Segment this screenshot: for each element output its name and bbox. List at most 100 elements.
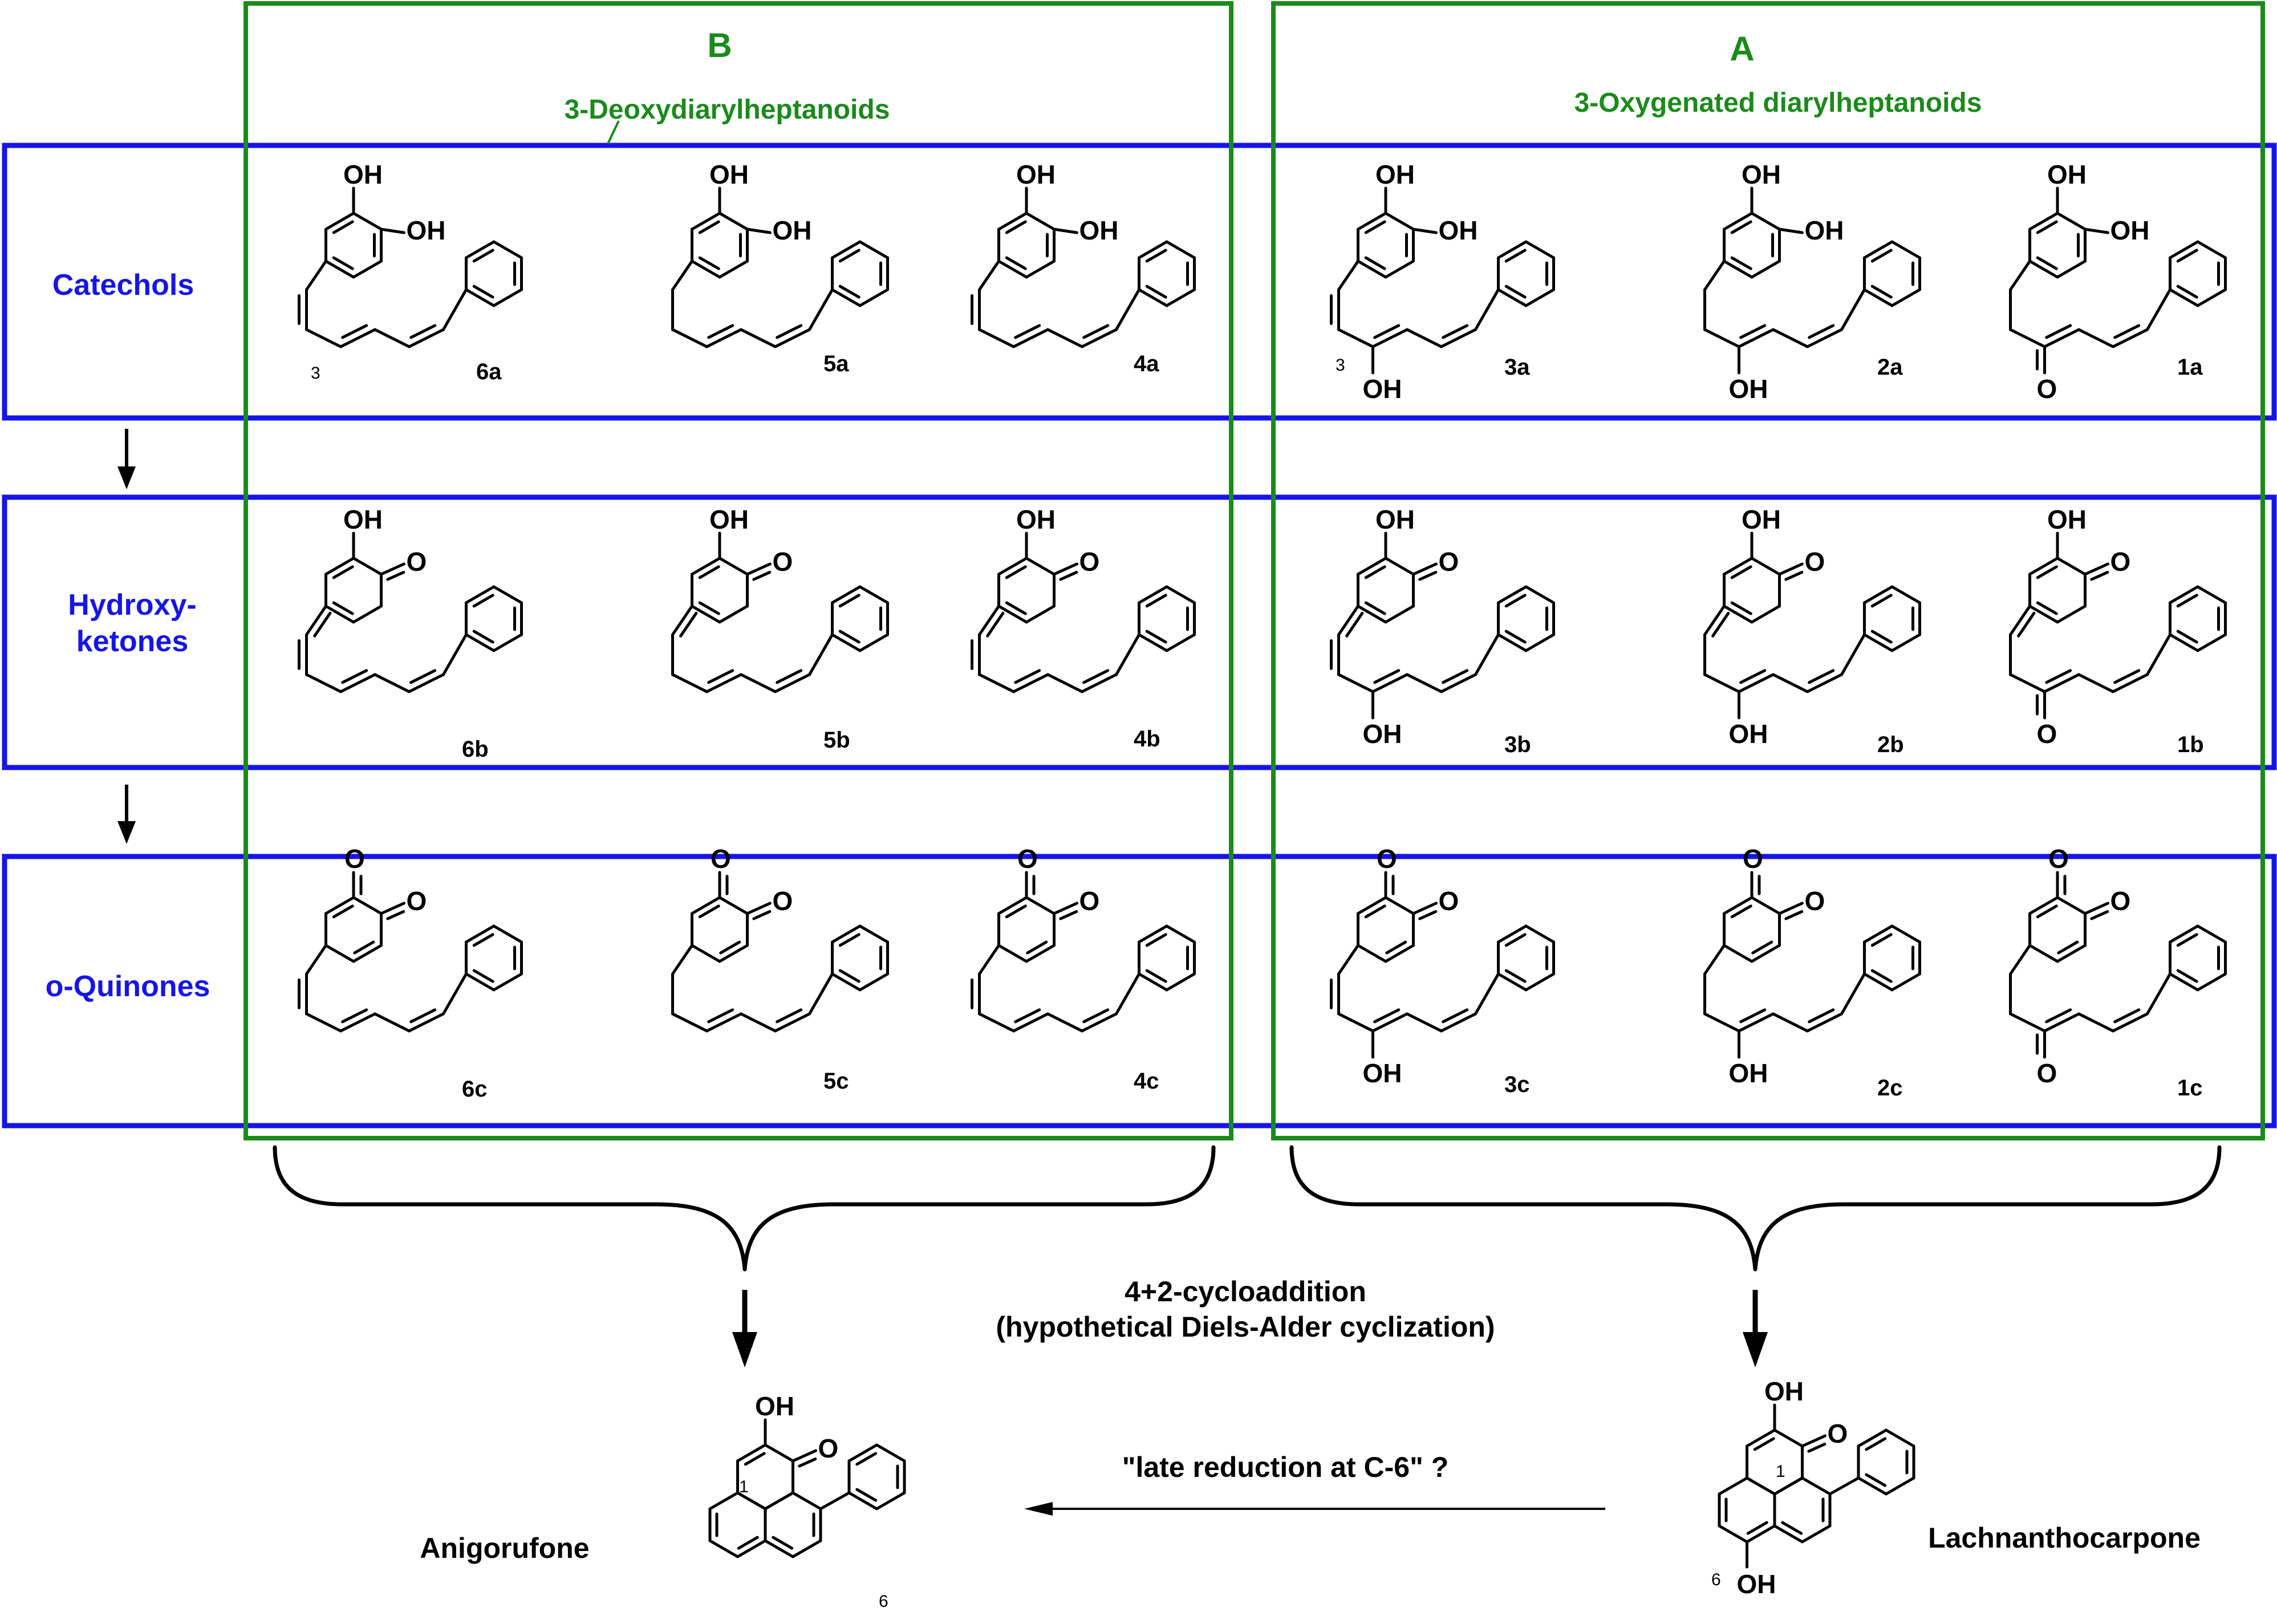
compound-label-3a: 3a — [1504, 355, 1530, 380]
hydroxyl-label: OH — [1363, 374, 1402, 404]
group-box-b — [243, 1, 1233, 1140]
row-box-hydroxyketones — [2, 494, 2277, 770]
structure-6b: OHO — [298, 505, 523, 693]
brace-group-a — [1289, 1145, 2222, 1272]
hydroxyl-label: OH — [2047, 505, 2087, 534]
carbonyl-label: O — [2037, 374, 2057, 404]
compound-label-1a: 1a — [2177, 355, 2203, 380]
compound-label-4a: 4a — [1134, 351, 1159, 376]
structure-6a: OH OH — [298, 160, 523, 348]
compound-label-3b: 3b — [1504, 732, 1531, 757]
hydroxyl-label: OH — [343, 505, 383, 534]
hydroxyl-label: OH — [1729, 1058, 1768, 1088]
locant-1-anigorufone: 1 — [739, 1477, 749, 1496]
compound-label-2b: 2b — [1877, 732, 1904, 757]
structure-5c: OO — [671, 844, 889, 1033]
carbonyl-label: O — [1079, 547, 1099, 576]
compound-label-2a: 2a — [1877, 355, 1903, 380]
locant-1-lachnanthocarpone: 1 — [1776, 1462, 1785, 1481]
group-b-title-leader — [607, 120, 620, 144]
carbonyl-label: O — [1743, 844, 1763, 874]
locant-6-anigorufone: 6 — [879, 1592, 888, 1611]
arrow-to-lachnanthocarpone — [1743, 1290, 1768, 1367]
row-label-catechols: Catechols — [52, 269, 194, 302]
compound-label-4b: 4b — [1134, 726, 1160, 752]
structure-4a: OH OH — [971, 160, 1196, 348]
carbonyl-label: O — [406, 886, 427, 916]
hydroxyl-label: OH — [1016, 505, 1056, 534]
reaction-line-1: 4+2-cycloaddition — [1125, 1276, 1366, 1308]
compound-label-6a: 6a — [476, 359, 502, 384]
locant-3-6a: 3 — [311, 364, 320, 383]
compound-label-4c: 4c — [1134, 1069, 1159, 1094]
carbonyl-label: O — [1804, 547, 1825, 576]
hydroxyl-label: OH — [709, 160, 749, 189]
compound-label-6c: 6c — [462, 1077, 488, 1102]
compound-labels: 6a 5a 4a 3a 2a 1a 6b 5b 4b 3b 2b 1b 6c 5… — [462, 351, 2204, 1102]
hydroxyl-label: OH — [772, 216, 811, 245]
compound-label-1b: 1b — [2177, 732, 2204, 757]
row-box-catechols — [2, 143, 2277, 421]
group-box-a — [1271, 1, 2265, 1140]
structure-anigorufone: OHO — [708, 1391, 906, 1558]
carbonyl-label: O — [2110, 547, 2130, 576]
structure-3a: OH OH OH — [1330, 160, 1555, 404]
carbonyl-label: O — [818, 1434, 838, 1463]
product-name-anigorufone: Anigorufone — [420, 1532, 589, 1564]
carbonyl-label: O — [1438, 886, 1459, 916]
row-label-o-quinones: o-Quinones — [46, 970, 210, 1003]
late-reduction-arrow — [1024, 1502, 1605, 1516]
hydroxyl-label: OH — [2047, 160, 2087, 189]
late-reduction-text: "late reduction at C-6" ? — [1122, 1451, 1449, 1483]
hydroxyl-label: OH — [1079, 216, 1118, 245]
hydroxyl-label: OH — [1729, 719, 1768, 749]
row-arrow-1 — [117, 429, 136, 489]
carbonyl-label: O — [2110, 886, 2130, 916]
structure-lachnanthocarpone: OH O OH — [1718, 1377, 1915, 1599]
hydroxyl-label: OH — [1363, 1058, 1402, 1088]
hydroxyl-label: OH — [1363, 719, 1402, 749]
hydroxyl-label: OH — [1742, 160, 1781, 189]
hydroxyl-label: OH — [709, 505, 749, 534]
compound-label-5b: 5b — [823, 728, 850, 753]
structure-2b: OH O OH — [1703, 505, 1921, 749]
structure-1c: OOO — [2009, 844, 2227, 1088]
compound-label-5a: 5a — [823, 351, 849, 376]
structure-6c: OO — [298, 844, 523, 1033]
carbonyl-label: O — [2048, 844, 2069, 874]
carbonyl-label: O — [1017, 844, 1038, 874]
hydroxyl-label: OH — [1742, 505, 1781, 534]
hydroxyl-label: OH — [1804, 216, 1844, 245]
hydroxyl-label: OH — [1375, 160, 1415, 189]
compound-label-2c: 2c — [1877, 1075, 1903, 1101]
hydroxyl-label: OH — [1438, 216, 1478, 245]
hydroxyl-label: OH — [406, 216, 445, 245]
carbonyl-label: O — [1377, 844, 1397, 874]
structure-4b: OH O — [971, 505, 1196, 693]
compound-label-6b: 6b — [462, 737, 489, 762]
hydroxyl-label: OH — [343, 160, 383, 189]
reaction-line-2: (hypothetical Diels-Alder cyclization) — [996, 1311, 1495, 1343]
group-b-letter: B — [707, 26, 732, 64]
row-box-o-quinones — [2, 854, 2277, 1128]
row-label-ketones: ketones — [76, 625, 189, 658]
carbonyl-label: O — [1827, 1419, 1848, 1448]
hydroxyl-label: OH — [1375, 505, 1415, 534]
compound-label-5c: 5c — [823, 1069, 849, 1094]
compound-label-1c: 1c — [2177, 1075, 2203, 1101]
carbonyl-label: O — [344, 844, 365, 874]
hydroxyl-label: OH — [1016, 160, 1056, 189]
structure-4c: OO — [971, 844, 1196, 1033]
structure-5b: OHO — [671, 505, 889, 693]
row-arrow-2 — [117, 785, 136, 844]
group-b-title: 3-Deoxydiarylheptanoids — [565, 95, 890, 125]
hydroxyl-label: OH — [1764, 1377, 1804, 1406]
brace-group-b — [273, 1145, 1216, 1272]
hydroxyl-label: OH — [1737, 1569, 1776, 1599]
